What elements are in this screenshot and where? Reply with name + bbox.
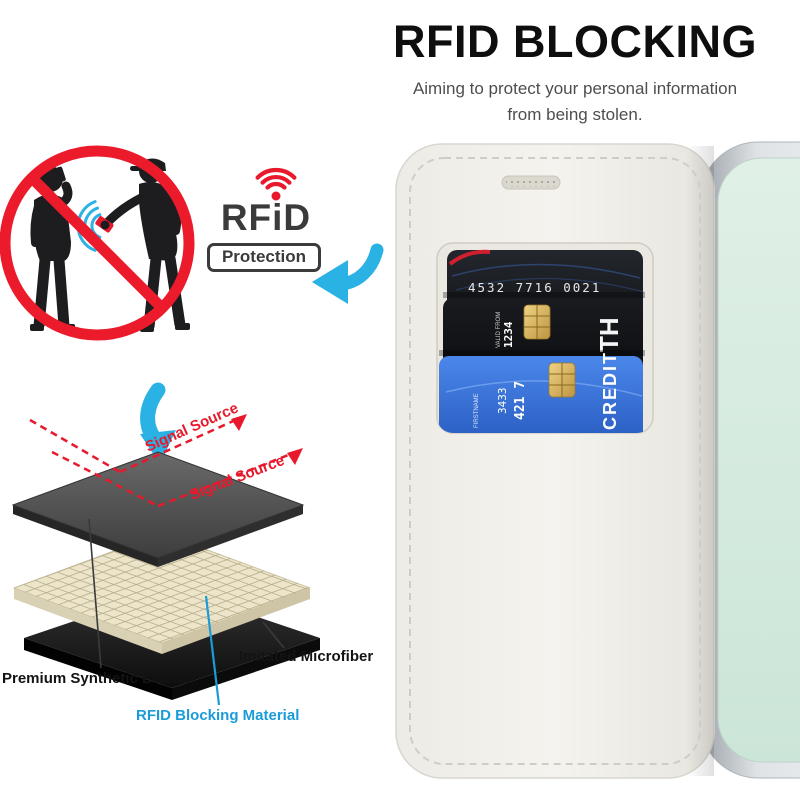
phone-screen [717,157,800,763]
prohibition-sign-icon [0,145,195,341]
card-number: 3433 [496,388,509,415]
card-number: 4532 7716 0021 [468,280,601,295]
arrow-left-icon [312,243,384,304]
card-red-swoosh [448,249,491,266]
label-leader-lines [88,518,285,706]
page-subtitle-line-1: Aiming to protect your personal informat… [412,79,738,98]
case-stitching [409,157,701,765]
card-valid-label: VALID FROM [496,312,502,348]
rfid-badge-caption: Protection [207,243,321,272]
card-number: 1234 [502,321,515,348]
case-speaker-slot [501,175,561,190]
credit-card-blue: CREDIT 3433 421 7 FIRSTNAME [439,351,643,433]
card-holder-name: FIRSTNAME [474,393,480,428]
flip-case-cover [395,143,715,779]
page-title: RFID BLOCKING [393,16,757,67]
phone [699,141,800,779]
card-bank-logo: TH [594,317,624,352]
credit-cards: 4532 7716 0021 VALID FROM 1234 TH CREDIT… [439,249,645,433]
page-subtitle-line-2: from being stolen. [507,104,643,124]
thief-hand [100,220,110,230]
card-shadow [439,350,645,356]
label-imitated-microfiber: Imitated Microfiber [239,648,374,665]
signal-source-label-1: Signal Source [143,399,241,455]
case-body [395,143,715,779]
label-premium-synthetic-leather: Premium Synthetic Leather [2,670,197,687]
rfid-badge-title: RFiD [220,197,312,238]
arrow-down-icon [140,382,176,464]
card-number: 421 7 [513,381,528,420]
card-type-label: CREDIT [600,351,620,430]
card-shadow [443,292,645,298]
rfid-waves-icon [255,167,297,201]
page-subtitle: Aiming to protect your personal informat… [355,76,795,127]
arrowhead-icon [231,414,247,431]
thief-silhouette [102,158,190,332]
layer-rfid-material [12,532,312,654]
arrowhead-icon [287,448,303,465]
label-rfid-blocking-material: RFID Blocking Material [136,707,300,724]
anti-theft-illustration [0,145,195,341]
